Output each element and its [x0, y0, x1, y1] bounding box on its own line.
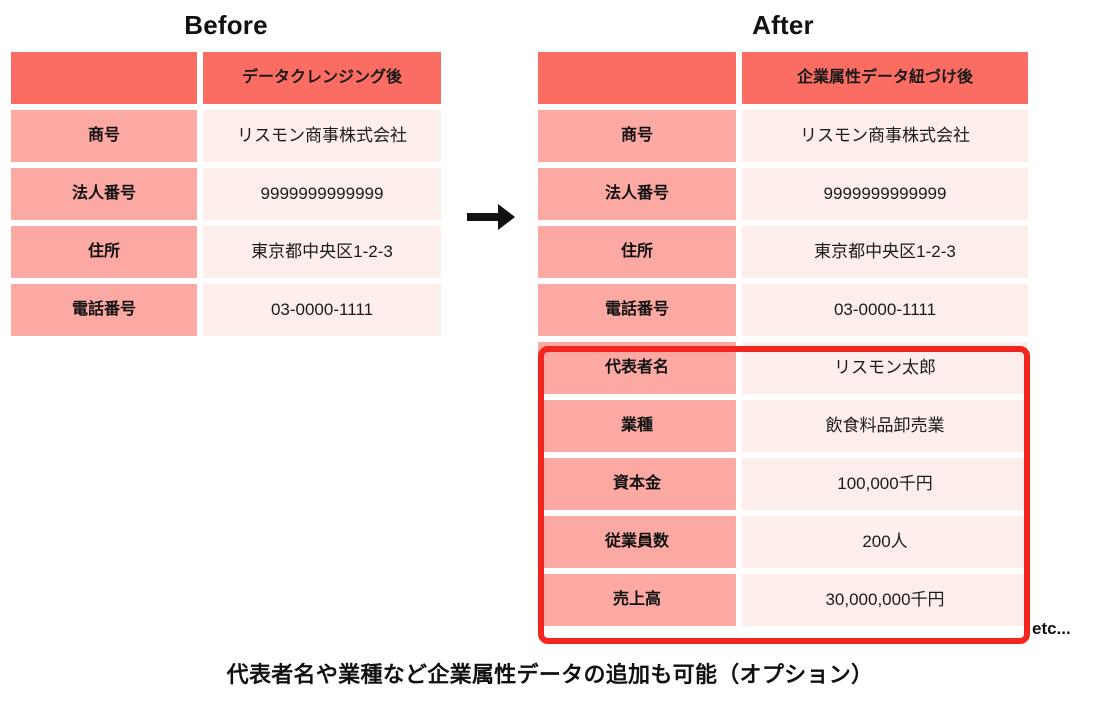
header-value-cell: 企業属性データ紐づけ後 [742, 52, 1028, 104]
header-value-cell: データクレンジング後 [203, 52, 441, 104]
row-value: 飲食料品卸売業 [742, 400, 1028, 452]
row-label: 法人番号 [11, 168, 197, 220]
row-label: 商号 [11, 110, 197, 162]
table-header-row: 企業属性データ紐づけ後 [538, 52, 1028, 104]
row-label: 住所 [11, 226, 197, 278]
row-label: 業種 [538, 400, 736, 452]
right-arrow-icon [463, 196, 519, 238]
table-header-row: データクレンジング後 [11, 52, 441, 104]
before-comparison-table: データクレンジング後 商号 リスモン商事株式会社 法人番号 9999999999… [11, 52, 441, 336]
table-row: 電話番号 03-0000-1111 [11, 284, 441, 336]
table-row-highlighted: 資本金 100,000千円 [538, 458, 1028, 510]
row-value: 9999999999999 [203, 168, 441, 220]
row-label: 売上高 [538, 574, 736, 626]
row-label: 電話番号 [11, 284, 197, 336]
row-label: 電話番号 [538, 284, 736, 336]
row-value: 東京都中央区1-2-3 [742, 226, 1028, 278]
row-value: リスモン太郎 [742, 342, 1028, 394]
row-value: リスモン商事株式会社 [742, 110, 1028, 162]
table-row: 法人番号 9999999999999 [11, 168, 441, 220]
header-blank-cell [11, 52, 197, 104]
table-row: 電話番号 03-0000-1111 [538, 284, 1028, 336]
table-row-highlighted: 売上高 30,000,000千円 [538, 574, 1028, 626]
row-label: 商号 [538, 110, 736, 162]
table-row: 法人番号 9999999999999 [538, 168, 1028, 220]
page-title-before: Before [184, 10, 268, 40]
row-value: 03-0000-1111 [742, 284, 1028, 336]
row-value: 200人 [742, 516, 1028, 568]
row-label: 法人番号 [538, 168, 736, 220]
row-value: 東京都中央区1-2-3 [203, 226, 441, 278]
after-comparison-table: 企業属性データ紐づけ後 商号 リスモン商事株式会社 法人番号 999999999… [538, 52, 1028, 626]
row-value: 100,000千円 [742, 458, 1028, 510]
table-row: 住所 東京都中央区1-2-3 [538, 226, 1028, 278]
table-row: 住所 東京都中央区1-2-3 [11, 226, 441, 278]
table-row-highlighted: 代表者名 リスモン太郎 [538, 342, 1028, 394]
caption-text: 代表者名や業種など企業属性データの追加も可能（オプション） [226, 662, 874, 687]
row-value: 9999999999999 [742, 168, 1028, 220]
row-label: 従業員数 [538, 516, 736, 568]
table-row: 商号 リスモン商事株式会社 [11, 110, 441, 162]
table-row-highlighted: 従業員数 200人 [538, 516, 1028, 568]
table-row-highlighted: 業種 飲食料品卸売業 [538, 400, 1028, 452]
row-value: 30,000,000千円 [742, 574, 1028, 626]
page-title-after: After [752, 10, 814, 40]
etc-label: etc... [1032, 619, 1071, 638]
row-label: 資本金 [538, 458, 736, 510]
row-label: 代表者名 [538, 342, 736, 394]
row-value: 03-0000-1111 [203, 284, 441, 336]
row-label: 住所 [538, 226, 736, 278]
row-value: リスモン商事株式会社 [203, 110, 441, 162]
header-blank-cell [538, 52, 736, 104]
table-row: 商号 リスモン商事株式会社 [538, 110, 1028, 162]
